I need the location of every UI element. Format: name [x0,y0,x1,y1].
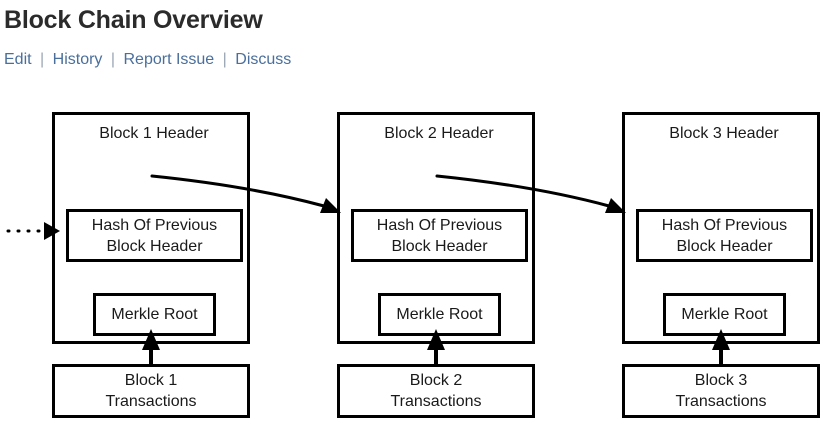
block-2-hash-of-previous-block-header-box: Hash Of Previous Block Header [351,209,528,262]
block-3-hash-of-previous-block-header-box: Hash Of Previous Block Header [636,209,813,262]
nav-links: Edit | History | Report Issue | Discuss [4,51,291,69]
nav-separator: | [40,51,45,68]
nav-link-report-issue[interactable]: Report Issue [123,51,215,68]
block-1-hash-of-previous-block-header-box: Hash Of Previous Block Header [66,209,243,262]
block-3-transactions-box: Block 3 Transactions [622,364,820,418]
nav-link-discuss[interactable]: Discuss [235,51,292,68]
block-1-header-label: Block 1 Header [99,125,209,142]
block-1-transactions-label: Block 1 Transactions [105,372,197,410]
block-2-hash-label: Hash Of Previous Block Header [376,216,503,255]
block-3-merkle-root-box: Merkle Root [663,293,786,336]
block-1-header-box: Block 1 Header Hash Of Previous Block He… [52,112,250,344]
block-1-merkle-root-box: Merkle Root [93,293,216,336]
block-2-transactions-label: Block 2 Transactions [390,372,482,410]
block-1-merkle-label: Merkle Root [111,306,198,323]
block-3-hash-label: Hash Of Previous Block Header [661,216,788,255]
block-2-transactions-box: Block 2 Transactions [337,364,535,418]
block-2-header-box: Block 2 Header Hash Of Previous Block He… [337,112,535,344]
block-1-hash-label: Hash Of Previous Block Header [91,216,218,255]
block-2-header-label: Block 2 Header [384,125,494,142]
block-3-transactions-label: Block 3 Transactions [675,372,767,410]
block-1-transactions-box: Block 1 Transactions [52,364,250,418]
nav-link-edit[interactable]: Edit [4,51,32,68]
block-2-merkle-label: Merkle Root [396,306,483,323]
nav-link-history[interactable]: History [52,51,103,68]
block-3-header-box: Block 3 Header Hash Of Previous Block He… [622,112,820,344]
nav-separator: | [110,51,116,68]
page-title: Block Chain Overview [4,6,263,34]
block-3-header-label: Block 3 Header [669,125,779,142]
block-3-merkle-label: Merkle Root [681,306,768,323]
block-2-merkle-root-box: Merkle Root [378,293,501,336]
nav-separator: | [222,51,227,68]
